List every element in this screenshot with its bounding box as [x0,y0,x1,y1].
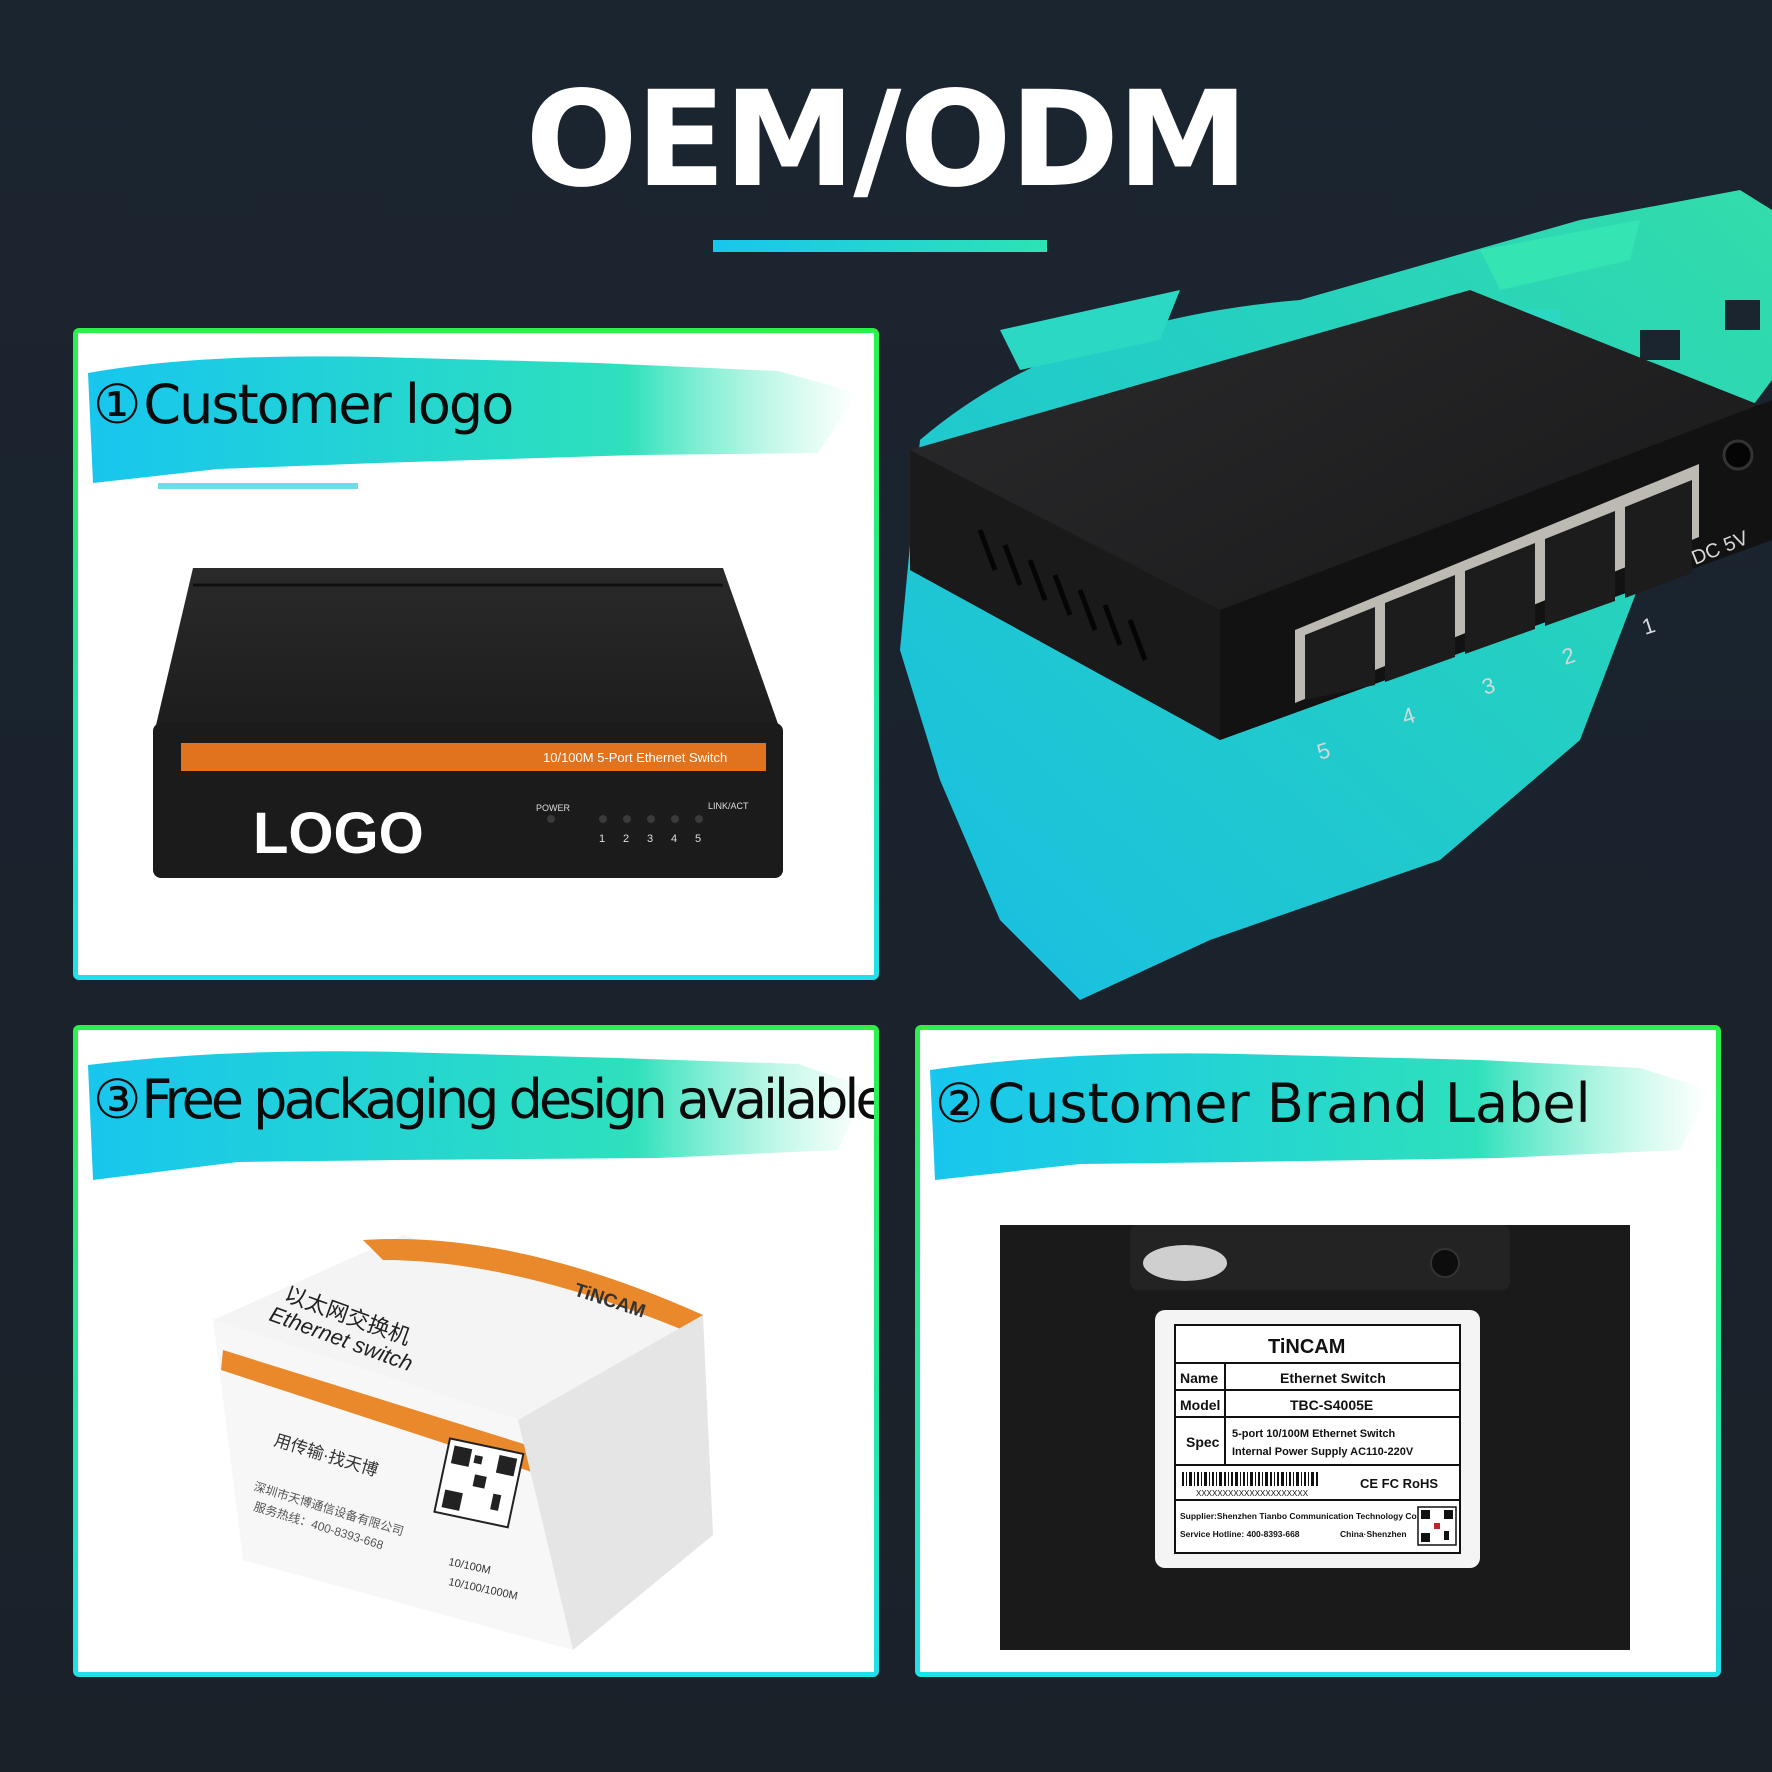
box-qr-code [433,1437,525,1529]
hero-switch-body [910,290,1772,740]
panel-customer-logo: ①Customer logo 10/100M 5-Port Ethernet S… [73,328,879,980]
label-name-value: Ethernet Switch [1280,1370,1386,1386]
label-barcode [1182,1472,1318,1486]
device-strip-text: 10/100M 5-Port Ethernet Switch [543,750,727,765]
label-hotline: Service Hotline: 400-8393-668 [1180,1529,1300,1539]
warranty-sticker [1143,1245,1227,1281]
label-serial: XXXXXXXXXXXXXXXXXXXXX [1196,1489,1309,1498]
title-underline [713,240,1047,252]
label-model-key: Model [1180,1397,1220,1413]
label-certs: CE FC RoHS [1360,1476,1438,1491]
label-name-key: Name [1180,1370,1218,1386]
device-logo-text: LOGO [253,801,424,866]
panel-heading: Customer logo [143,373,514,436]
label-spec-line2: Internal Power Supply AC110-220V [1232,1446,1414,1458]
hero-switch-image: 5 4 3 2 1 DC 5V [900,190,1772,1000]
port-frame [1295,464,1699,703]
label-device-image: TiNCAM Name Ethernet Switch Model TBC-S4… [1000,1225,1630,1650]
link-act-label: LINK/ACT [708,801,749,811]
screw-icon [1430,1248,1460,1278]
label-qr-code [1417,1506,1457,1546]
page-title: OEM/ODM [525,63,1248,217]
brush-stroke [88,1051,868,1180]
switch-front-image: 10/100M 5-Port Ethernet Switch LOGO POWE… [153,568,783,878]
hero-port-label: 1 [1639,612,1658,640]
label-spec-line1: 5-port 10/100M Ethernet Switch [1232,1428,1395,1440]
panel-packaging-design: ③Free packaging design available TiNCAM … [73,1025,879,1677]
power-led [547,815,555,823]
panel-brand-label: ②Customer Brand Label TiNCAM Name Ethern… [915,1025,1721,1677]
label-supplier: Supplier:Shenzhen Tianbo Communication T… [1180,1511,1435,1521]
step-number: ② [935,1072,984,1135]
vent-slots [977,529,1148,661]
panel-heading: Free packaging design available [141,1068,879,1131]
led-number: 2 [623,833,629,845]
label-brand: TiNCAM [1268,1336,1345,1358]
panel-heading: Customer Brand Label [987,1072,1591,1135]
led-number: 4 [671,833,677,845]
step-number: ③ [93,1068,141,1131]
step-number: ① [93,373,141,436]
dc-power-jack [1722,439,1754,471]
power-label: POWER [536,803,571,813]
led-number: 1 [599,833,605,845]
packaging-box-image: TiNCAM 以太网交换机 Ethernet switch 用传输·找天博 深圳… [213,1235,713,1650]
led-number: 3 [647,833,653,845]
led-number: 5 [695,833,701,845]
brush-stroke [88,356,858,489]
label-model-value: TBC-S4005E [1290,1397,1373,1413]
label-spec-key: Spec [1186,1434,1220,1450]
label-origin: China·Shenzhen [1340,1529,1407,1539]
brush-stroke [930,1053,1710,1180]
